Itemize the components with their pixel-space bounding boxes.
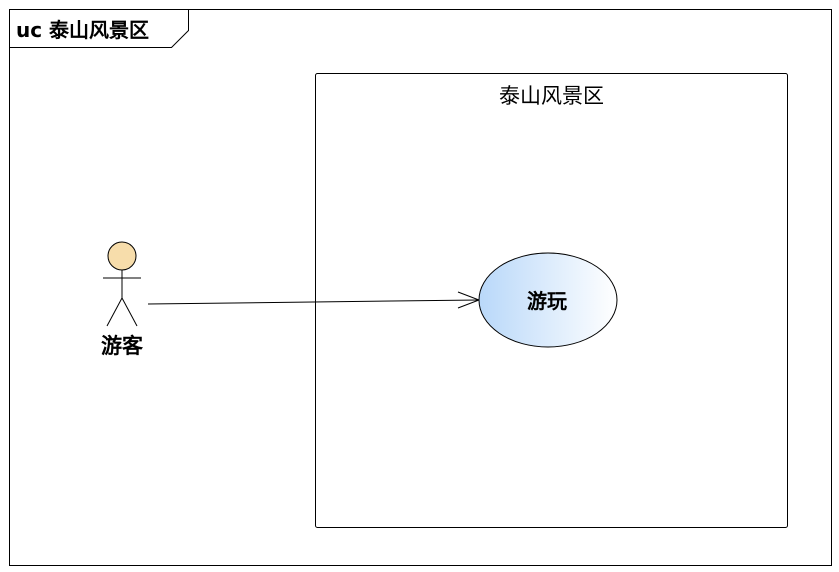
usecase-label: 游玩: [527, 289, 567, 313]
frame-title: uc 泰山风景区: [16, 18, 149, 42]
actor-head: [107, 241, 137, 271]
actor-label: 游客: [101, 334, 144, 358]
usecase-play[interactable]: 游玩: [478, 252, 618, 348]
actor-right-leg: [121, 297, 138, 327]
frame-title-tab: [9, 9, 189, 48]
actor-left-leg: [106, 297, 123, 327]
actor-visitor[interactable]: 游客: [101, 241, 144, 358]
association-line: [147, 299, 480, 305]
system-title: 泰山风景区: [499, 84, 604, 108]
usecase-ellipse: [478, 252, 618, 348]
stick-figure-icon: [103, 241, 141, 327]
